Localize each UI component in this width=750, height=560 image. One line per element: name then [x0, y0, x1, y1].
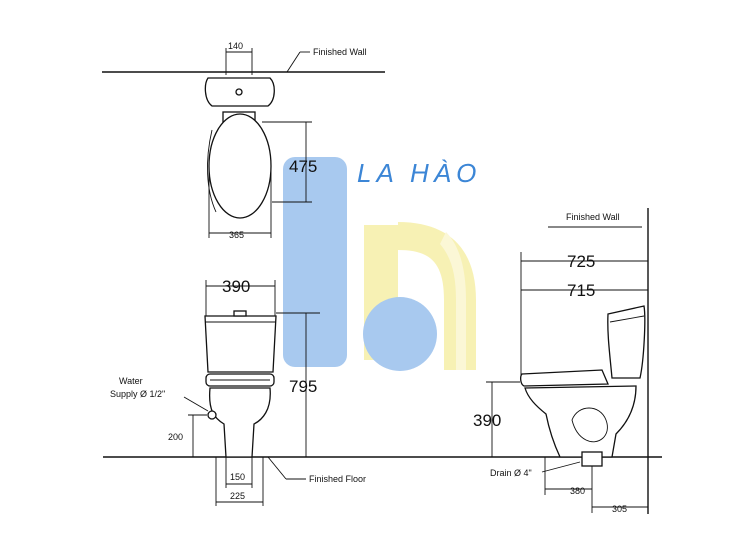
front-flush-button [233, 310, 247, 317]
water-supply-label-1: Water [119, 376, 143, 386]
front-dim-150-text: 150 [230, 472, 245, 482]
front-view: 390 Water Supply Ø 1/2" 200 795 150 225 [103, 277, 662, 506]
water-supply-label-2: Supply Ø 1/2" [110, 389, 165, 399]
drain-label: Drain Ø 4" [490, 468, 532, 478]
watermark-blue-circle [363, 297, 437, 371]
drain-leader [541, 461, 581, 473]
brand-watermark: LA HÀO [283, 157, 481, 371]
floor-leader [267, 456, 287, 480]
floor-label: Finished Floor [309, 474, 366, 484]
side-dim-390-text: 390 [473, 411, 501, 430]
side-bowl-outline [524, 385, 637, 458]
watermark-blue-bar [283, 157, 347, 367]
side-view: Finished Wall 725 715 390 Drain Ø 4" 380… [473, 208, 649, 514]
top-dim-140-text: 140 [228, 41, 243, 51]
side-trapway [571, 407, 608, 443]
top-wall-label: Finished Wall [313, 47, 367, 57]
top-dim-475-text: 475 [289, 157, 317, 176]
watermark-brand-text: LA HÀO [357, 158, 481, 188]
side-dim-725-text: 725 [567, 252, 595, 271]
side-drain-pipe [581, 451, 603, 467]
side-seat [520, 369, 609, 387]
top-pan-outline [207, 129, 217, 213]
top-wall-leader [286, 51, 301, 73]
top-seat-lid [208, 113, 272, 219]
front-dim-795-text: 795 [289, 377, 317, 396]
front-tank-outline [204, 315, 277, 373]
front-dim-225-text: 225 [230, 491, 245, 501]
side-wall-label: Finished Wall [566, 212, 620, 222]
front-bowl-outline [208, 387, 271, 458]
side-dim-715-text: 715 [567, 281, 595, 300]
front-dim-200-text: 200 [168, 432, 183, 442]
top-view: Finished Wall 140 475 365 [102, 41, 385, 240]
front-dim-390-text: 390 [222, 277, 250, 296]
side-tank-outline [607, 305, 646, 379]
side-dim-305-text: 305 [612, 504, 627, 514]
side-dim-380-text: 380 [570, 486, 585, 496]
water-supply-leader [183, 396, 209, 412]
watermark-yellow-stripe-2 [440, 232, 466, 370]
side-tank-lid-line [609, 315, 645, 323]
water-supply-valve [207, 410, 217, 420]
top-flush-button [235, 88, 243, 96]
top-dim-365-text: 365 [229, 230, 244, 240]
